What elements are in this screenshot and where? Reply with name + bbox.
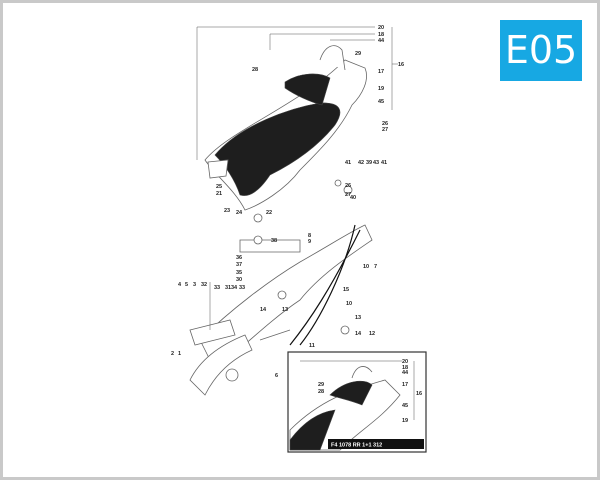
part-callout-28: 28 (318, 389, 324, 395)
part-callout-1: 1 (178, 351, 181, 357)
part-callout-45: 45 (378, 99, 384, 105)
part-callout-26: 26 (345, 183, 351, 189)
part-callout-4: 4 (178, 282, 182, 288)
part-callout-9: 9 (308, 239, 311, 245)
part-callout-7: 7 (374, 264, 377, 270)
part-callout-14: 14 (260, 307, 267, 313)
part-callout-15: 15 (343, 287, 349, 293)
leader-lines (196, 26, 398, 330)
part-callout-32: 32 (201, 282, 207, 288)
part-callout-28: 28 (252, 67, 258, 73)
part-callout-17: 17 (402, 382, 408, 388)
part-callout-27: 27 (382, 127, 388, 133)
part-callout-29: 29 (318, 382, 324, 388)
part-callout-41: 41 (381, 160, 387, 166)
part-callout-6: 6 (275, 373, 278, 379)
part-callout-25: 25 (216, 184, 222, 190)
tail-seat-assembly (204, 45, 367, 211)
part-callout-8: 8 (308, 233, 311, 239)
part-callout-18: 18 (378, 32, 384, 38)
bushing (225, 368, 239, 382)
passenger-seat (284, 73, 331, 106)
part-callout-44: 44 (378, 38, 385, 44)
part-callout-10: 10 (363, 264, 369, 270)
part-callout-34: 34 (231, 285, 238, 291)
part-callout-14: 14 (355, 331, 362, 337)
part-callout-40: 40 (350, 195, 356, 201)
part-callout-13: 13 (355, 315, 361, 321)
subframe (189, 179, 373, 396)
part-callout-18: 18 (402, 365, 408, 371)
cable (289, 229, 361, 346)
part-callout-36: 36 (236, 255, 242, 261)
part-callout-22: 22 (266, 210, 272, 216)
part-callout-29: 29 (355, 51, 361, 57)
part-callout-24: 24 (236, 210, 243, 216)
part-callout-38: 38 (271, 238, 277, 244)
part-callout-19: 19 (378, 86, 384, 92)
part-callout-13: 13 (282, 307, 288, 313)
part-callout-45: 45 (402, 403, 408, 409)
detail-inset: F4 1078 RR 1+1 312 (287, 351, 427, 453)
part-callout-41: 41 (345, 160, 351, 166)
part-callout-2: 2 (171, 351, 174, 357)
part-callout-16: 16 (416, 391, 422, 397)
part-callout-17: 17 (378, 69, 384, 75)
inset-reference-code: F4 1078 RR 1+1 312 (331, 443, 382, 449)
part-callout-42: 42 (358, 160, 364, 166)
part-callout-26: 26 (382, 121, 388, 127)
part-callout-33: 33 (214, 285, 220, 291)
seat-lock (207, 159, 229, 179)
part-callout-37: 37 (236, 262, 242, 268)
part-callout-3: 3 (193, 282, 196, 288)
part-callout-31: 31 (225, 285, 231, 291)
part-callout-11: 11 (309, 343, 315, 349)
part-callout-27: 27 (345, 192, 351, 198)
part-callout-30: 30 (236, 277, 242, 283)
part-callout-39: 39 (366, 160, 372, 166)
footpeg-bracket (189, 319, 236, 346)
bracket (239, 239, 301, 253)
part-callout-10: 10 (346, 301, 352, 307)
part-callout-12: 12 (369, 331, 375, 337)
part-callout-33: 33 (239, 285, 245, 291)
part-callout-23: 23 (224, 208, 230, 214)
part-callout-20: 20 (402, 359, 408, 365)
part-callout-19: 19 (402, 418, 408, 424)
part-callout-16: 16 (398, 62, 404, 68)
part-callout-5: 5 (185, 282, 188, 288)
part-callout-43: 43 (373, 160, 379, 166)
cable (299, 224, 356, 346)
rider-seat (214, 102, 341, 196)
section-badge: E05 (500, 20, 582, 81)
part-callout-44: 44 (402, 370, 409, 376)
part-callout-20: 20 (378, 25, 384, 31)
grab-handle (319, 45, 346, 71)
part-callout-21: 21 (216, 191, 222, 197)
part-callout-35: 35 (236, 270, 242, 276)
